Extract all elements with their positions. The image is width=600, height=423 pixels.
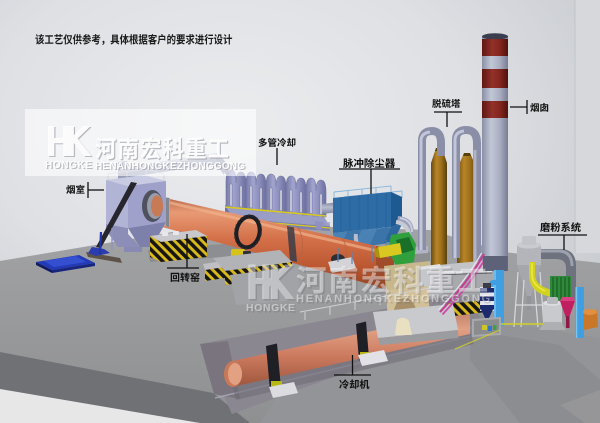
svg-text:HENANHONGKEZHONGGONG: HENANHONGKEZHONGGONG	[96, 162, 246, 173]
svg-text:HENANHONGKEZHONGGONG: HENANHONGKEZHONGGONG	[296, 293, 490, 305]
svg-text:HONGKE: HONGKE	[248, 304, 297, 316]
svg-text:HENANHONGKEZHONGGONG: HENANHONGKEZHONGGONG	[95, 161, 245, 172]
svg-text:HK: HK	[45, 117, 92, 166]
svg-text:HONGKE: HONGKE	[45, 160, 92, 171]
svg-text:HONGKE: HONGKE	[46, 161, 93, 172]
svg-text:HK: HK	[46, 118, 93, 167]
svg-text:HONGKE: HONGKE	[246, 302, 295, 314]
svg-text:HENANHONGKEZHONGGONG: HENANHONGKEZHONGGONG	[298, 295, 492, 307]
svg-text:HK: HK	[245, 254, 295, 310]
svg-text:HK: HK	[247, 256, 297, 312]
